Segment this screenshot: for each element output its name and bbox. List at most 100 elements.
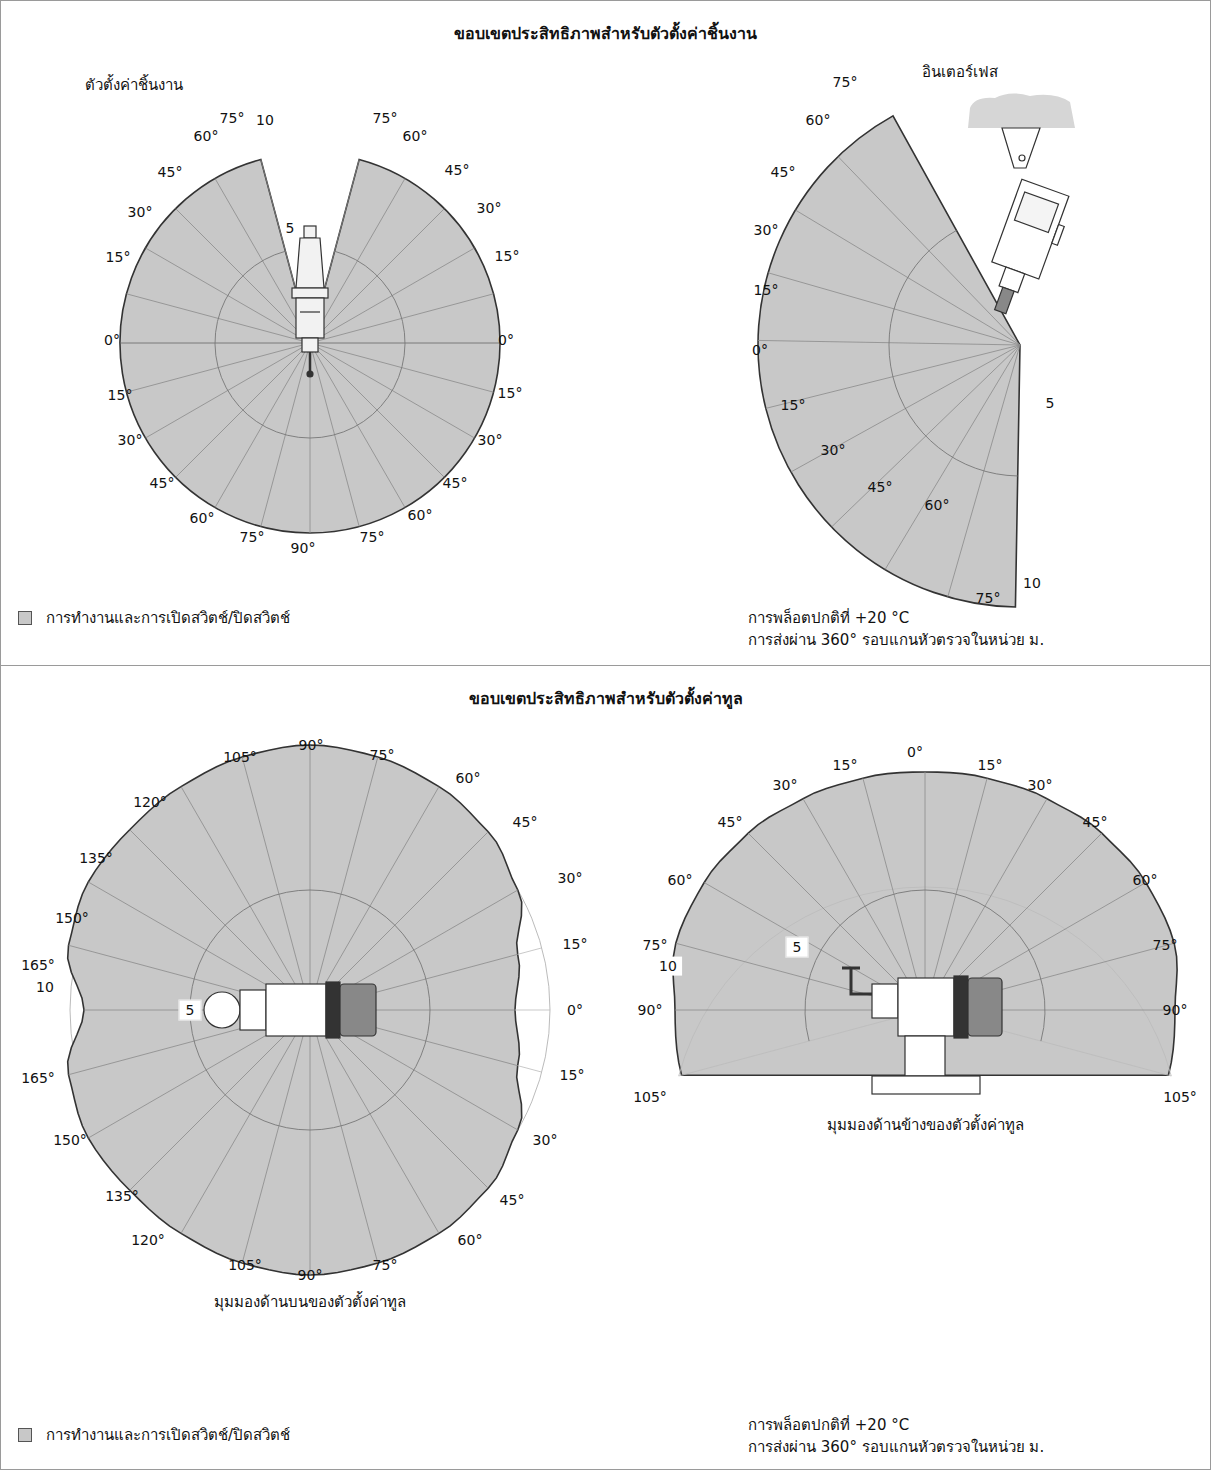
angle-label: 75° bbox=[360, 529, 385, 546]
range-area bbox=[758, 116, 1020, 607]
angle-spoke bbox=[310, 787, 439, 1010]
angle-label: 60° bbox=[456, 770, 481, 787]
angle-spoke bbox=[310, 1010, 311, 1275]
angle-spoke bbox=[130, 830, 310, 1010]
angle-label: 30° bbox=[533, 1132, 558, 1149]
angle-label: 5 bbox=[179, 1000, 202, 1021]
angle-spoke bbox=[181, 787, 310, 1010]
legend-text: การทำงานและการเปิดสวิตช์/ปิดสวิตช์ bbox=[46, 606, 290, 630]
interface-unit bbox=[968, 93, 1075, 322]
angle-label: 45° bbox=[771, 164, 796, 181]
angle-label: 165° bbox=[16, 956, 60, 975]
angle-label: 120° bbox=[133, 794, 167, 811]
plot-note: การส่งผ่าน 360° รอบแกนหัวตรวจในหน่วย ม. bbox=[748, 1438, 1044, 1456]
angle-label: 45° bbox=[513, 814, 538, 831]
angle-label: 30° bbox=[477, 200, 502, 217]
angle-label: 30° bbox=[478, 432, 503, 449]
angle-label: 15° bbox=[754, 282, 779, 299]
figure-caption: มุมมองด้านบนของตัวตั้งค่าทูล bbox=[214, 1293, 406, 1311]
angle-label: 45° bbox=[718, 814, 743, 831]
angle-label: 75° bbox=[370, 747, 395, 764]
angle-spoke bbox=[242, 1010, 310, 1263]
angle-spoke bbox=[310, 1010, 378, 1263]
angle-label: 105° bbox=[633, 1089, 667, 1106]
angle-label: 5 bbox=[786, 937, 809, 958]
legend-swatch bbox=[18, 1428, 32, 1442]
angle-spoke bbox=[518, 948, 542, 954]
angle-label: 90° bbox=[299, 737, 324, 754]
angle-label: 105° bbox=[228, 1257, 262, 1274]
angle-spoke bbox=[310, 757, 378, 1010]
angle-label: 60° bbox=[190, 510, 215, 527]
angle-label: 15° bbox=[108, 387, 133, 404]
angle-label: 10 bbox=[31, 978, 59, 997]
section-heading: ขอบเขตประสิทธิภาพสำหรับตัวตั้งค่าทูล bbox=[1, 686, 1210, 711]
range-ring bbox=[190, 890, 430, 1130]
section-heading: ขอบเขตประสิทธิภาพสำหรับตัวตั้งค่าชิ้นงาน bbox=[1, 21, 1210, 46]
angle-label: 75° bbox=[220, 110, 245, 127]
angle-label: 45° bbox=[158, 164, 183, 181]
angle-label: 15° bbox=[781, 397, 806, 414]
angle-spoke bbox=[130, 1010, 310, 1190]
angle-label: 0° bbox=[498, 332, 514, 349]
angle-label: 45° bbox=[443, 475, 468, 492]
angle-label: 0° bbox=[752, 342, 768, 359]
angle-spoke bbox=[679, 1010, 925, 1076]
angle-label: 30° bbox=[821, 442, 846, 459]
angle-label: 150° bbox=[53, 1132, 87, 1149]
range-ring bbox=[805, 890, 1045, 1041]
angle-label: 75° bbox=[240, 529, 265, 546]
angle-label: 60° bbox=[408, 507, 433, 524]
legend-text: การทำงานและการเปิดสวิตช์/ปิดสวิตช์ bbox=[46, 1423, 290, 1447]
angle-label: 60° bbox=[806, 112, 831, 129]
angle-label: 15° bbox=[833, 757, 858, 774]
angle-label: 30° bbox=[118, 432, 143, 449]
angle-label: 15° bbox=[978, 757, 1003, 774]
angle-label: 60° bbox=[668, 872, 693, 889]
angle-label: 15° bbox=[106, 249, 131, 266]
range-ring bbox=[889, 230, 1018, 476]
plot-note: การส่งผ่าน 360° รอบแกนหัวตรวจในหน่วย ม. bbox=[748, 631, 1044, 649]
section-panel: ขอบเขตประสิทธิภาพสำหรับตัวตั้งค่าชิ้นงาน bbox=[0, 0, 1211, 666]
angle-label: 0° bbox=[567, 1002, 583, 1019]
angle-label: 30° bbox=[1028, 777, 1053, 794]
angle-label: 45° bbox=[868, 479, 893, 496]
angle-label: 10 bbox=[256, 112, 274, 129]
angle-label: 30° bbox=[754, 222, 779, 239]
angle-label: 165° bbox=[21, 1070, 55, 1087]
angle-label: 60° bbox=[925, 497, 950, 514]
legend-entry: การทำงานและการเปิดสวิตช์/ปิดสวิตช์ bbox=[18, 606, 290, 630]
angle-label: 60° bbox=[1133, 872, 1158, 889]
angle-label: 30° bbox=[558, 870, 583, 887]
angle-label: 15° bbox=[498, 385, 523, 402]
angle-spoke bbox=[242, 757, 310, 1010]
angle-label: 0° bbox=[104, 332, 120, 349]
angle-label: 45° bbox=[500, 1192, 525, 1209]
angle-label: 90° bbox=[298, 1267, 323, 1284]
angle-spoke bbox=[181, 1010, 310, 1233]
angle-label: 90° bbox=[291, 540, 316, 557]
angle-label: 60° bbox=[194, 128, 219, 145]
angle-label: 105° bbox=[1163, 1089, 1197, 1106]
angle-label: 15° bbox=[563, 936, 588, 953]
range-area bbox=[120, 159, 500, 533]
angle-label: 45° bbox=[445, 162, 470, 179]
angle-spoke bbox=[518, 1066, 542, 1072]
legend-swatch bbox=[18, 611, 32, 625]
tool-setter-top bbox=[204, 982, 376, 1038]
angle-label: 60° bbox=[403, 128, 428, 145]
range-area bbox=[673, 772, 1177, 1075]
angle-spoke bbox=[310, 745, 311, 1010]
angle-label: 90° bbox=[1163, 1002, 1188, 1019]
angle-label: 135° bbox=[79, 850, 113, 867]
angle-label: 10 bbox=[654, 957, 682, 976]
angle-label: 30° bbox=[128, 204, 153, 221]
workpiece-probe bbox=[292, 226, 328, 377]
angle-label: 105° bbox=[223, 749, 257, 766]
figure-caption: มุมมองด้านข้างของตัวตั้งค่าทูล bbox=[827, 1116, 1024, 1134]
angle-label: 0° bbox=[907, 744, 923, 761]
angle-spoke bbox=[310, 1010, 439, 1233]
figure-caption: อินเตอร์เฟส bbox=[922, 63, 998, 81]
angle-spoke bbox=[925, 772, 926, 1010]
